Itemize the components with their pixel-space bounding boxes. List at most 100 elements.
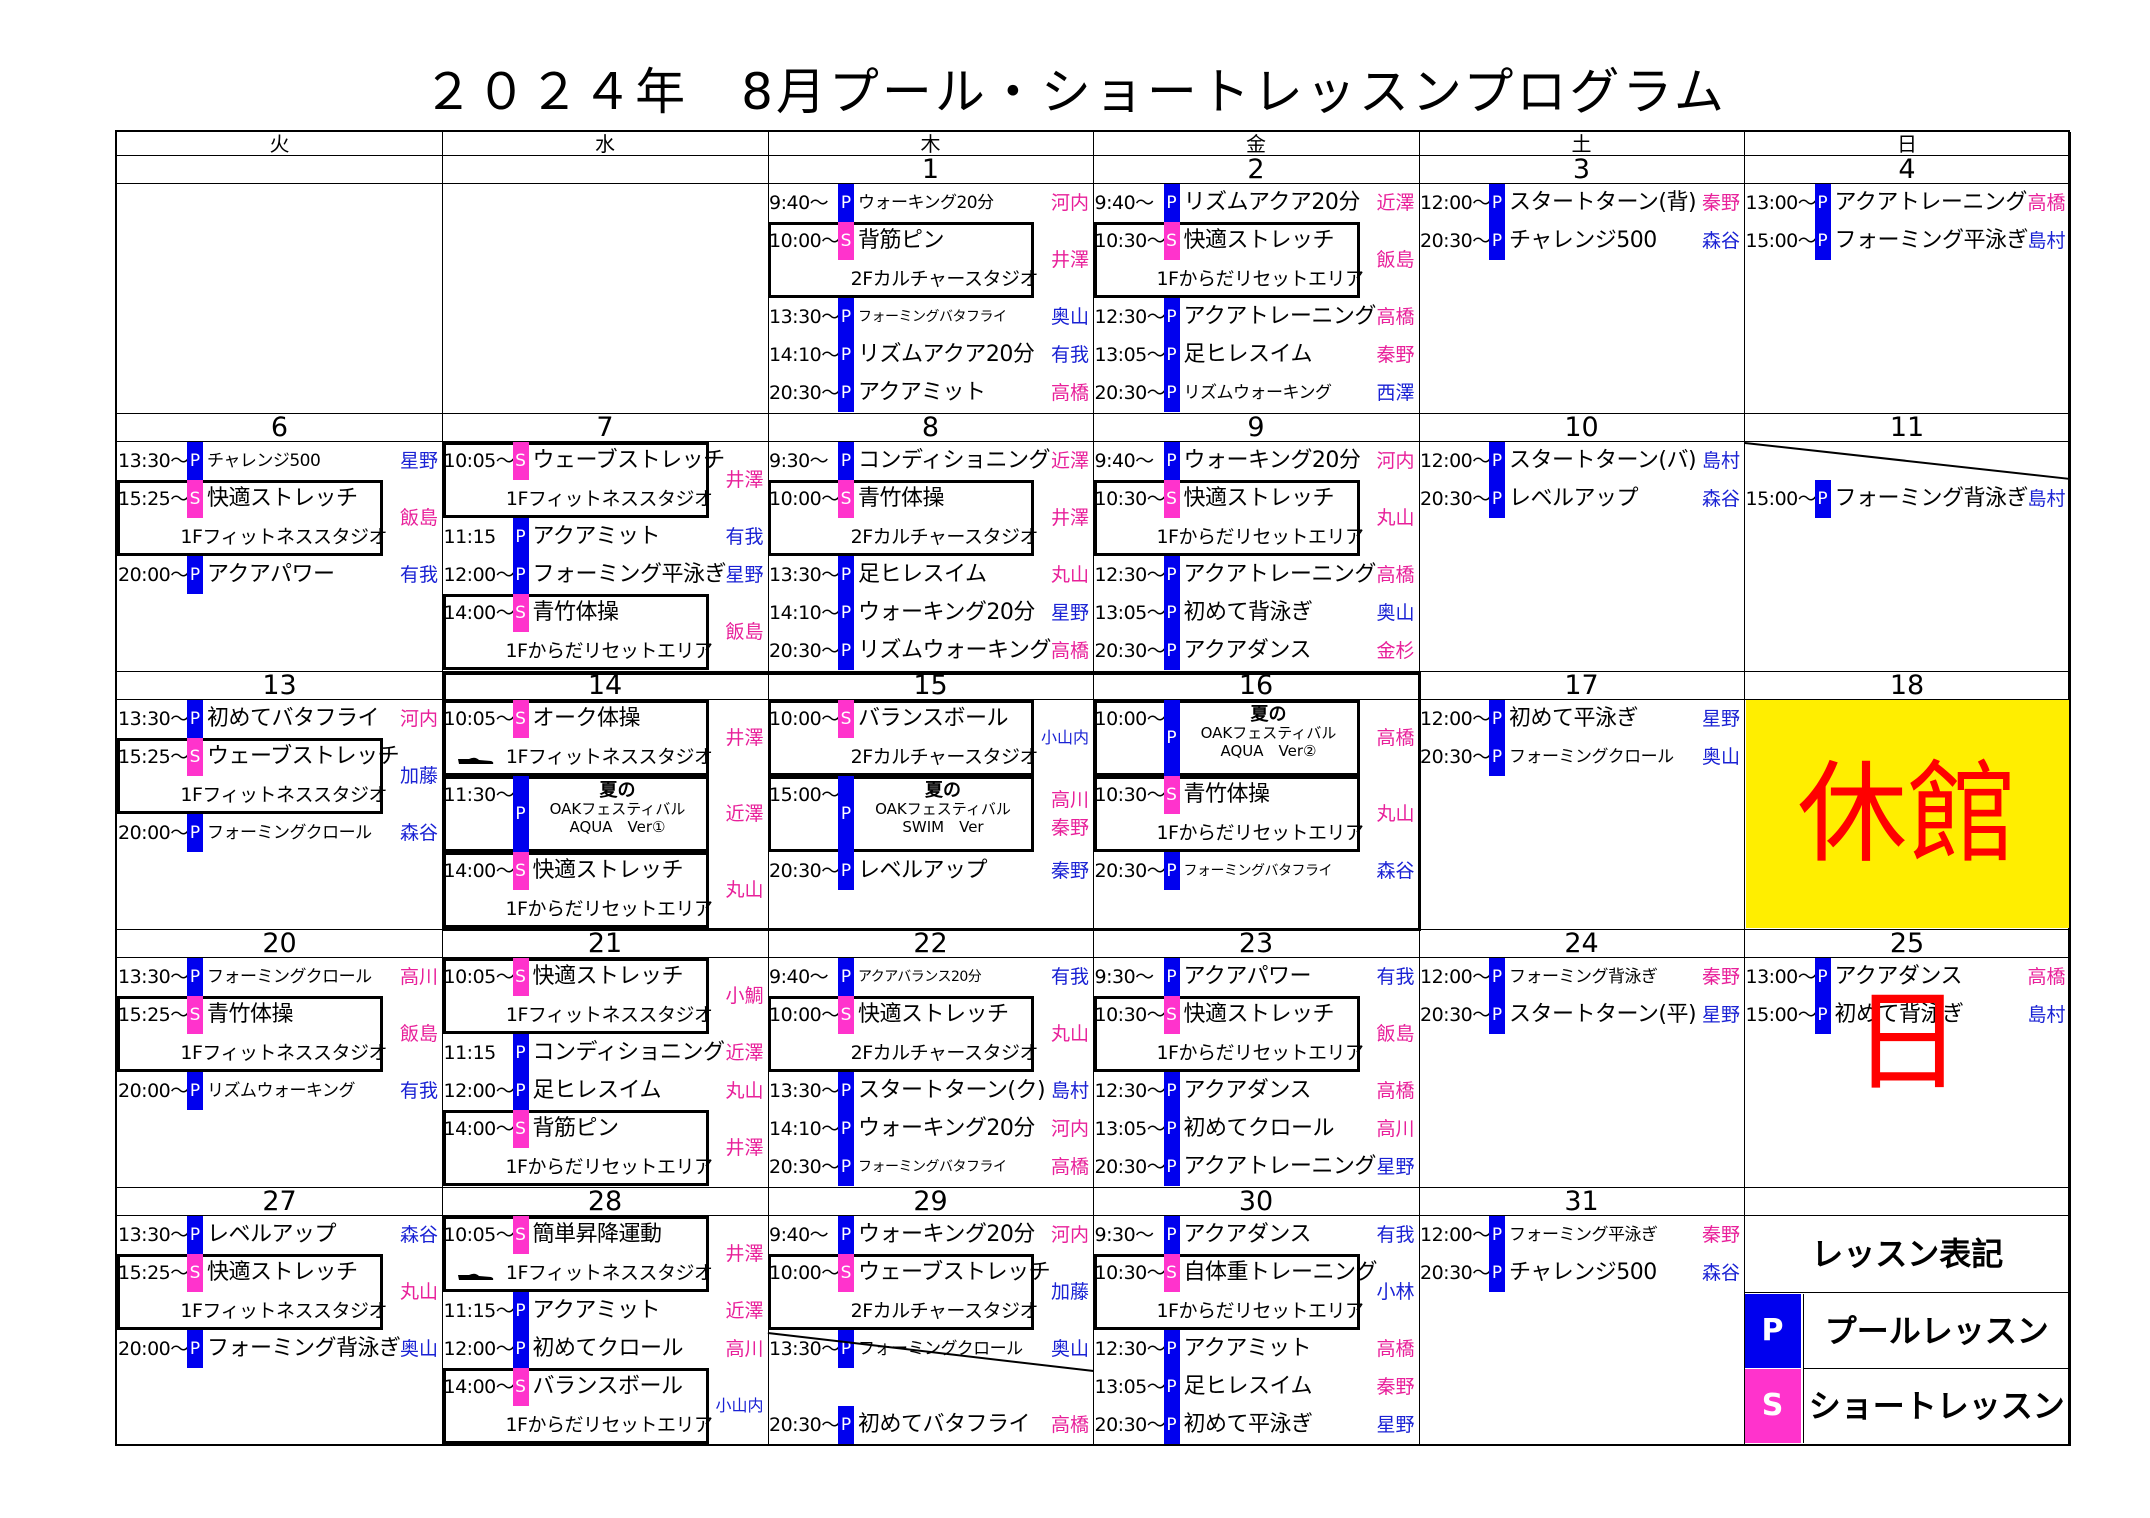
lesson-box[interactable] <box>1093 222 1360 298</box>
lesson-box[interactable] <box>768 1254 1034 1330</box>
lesson-box[interactable] <box>768 700 1034 776</box>
lesson-row[interactable]: 15:00～P初めて背泳ぎ島村 <box>1745 996 2070 1034</box>
lesson-box[interactable] <box>442 1110 709 1186</box>
lesson-box[interactable] <box>1093 1254 1360 1330</box>
lesson-box[interactable] <box>1093 776 1360 852</box>
lesson-box[interactable] <box>442 1368 709 1444</box>
lesson-box[interactable] <box>117 480 383 556</box>
lesson-box[interactable] <box>442 1216 709 1292</box>
lesson-box[interactable] <box>768 222 1034 298</box>
lesson-box[interactable] <box>117 738 383 814</box>
lesson-box[interactable] <box>768 480 1034 556</box>
lesson-box[interactable] <box>768 776 1034 852</box>
lesson-box[interactable] <box>1093 700 1360 776</box>
lesson-box[interactable] <box>442 594 709 670</box>
lesson-box[interactable] <box>1093 996 1360 1072</box>
lesson-box[interactable] <box>1093 480 1360 556</box>
lesson-box[interactable] <box>442 958 709 1034</box>
lesson-box[interactable] <box>117 996 383 1072</box>
